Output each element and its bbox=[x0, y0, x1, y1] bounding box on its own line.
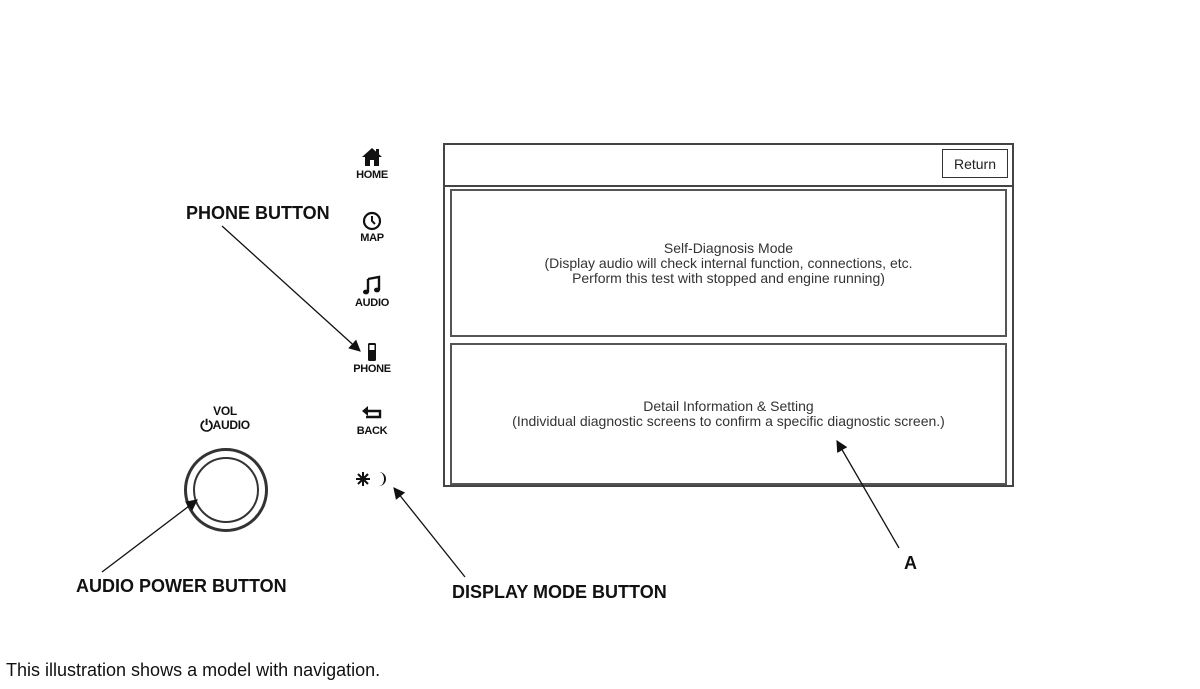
vol-audio-label: VOL ⏻AUDIO bbox=[200, 404, 250, 435]
map-button[interactable]: MAP bbox=[342, 210, 402, 244]
audio-power-button-callout: AUDIO POWER BUTTON bbox=[76, 576, 287, 596]
map-button-label: MAP bbox=[360, 232, 384, 244]
phone-icon bbox=[342, 341, 402, 363]
panel2-title: Detail Information & Setting bbox=[643, 398, 814, 414]
power-icon: ⏻ bbox=[200, 418, 213, 435]
panel1-title: Self-Diagnosis Mode bbox=[663, 239, 794, 256]
detail-information-setting-option[interactable]: Detail Information & Setting (Individual… bbox=[450, 343, 1007, 485]
display-mode-button-callout: DISPLAY MODE BUTTON bbox=[452, 582, 667, 602]
display-mode-leader-line bbox=[393, 487, 466, 578]
audio-power-knob[interactable] bbox=[184, 448, 268, 532]
home-button[interactable]: HOME bbox=[342, 147, 402, 181]
sun-moon-icon bbox=[342, 468, 402, 490]
home-icon bbox=[342, 147, 402, 169]
back-button-label: BACK bbox=[356, 425, 388, 437]
map-icon bbox=[342, 210, 402, 232]
home-button-label: HOME bbox=[356, 169, 388, 181]
panel1-line2: (Display audio will check internal funct… bbox=[544, 254, 913, 271]
screen-header: Return bbox=[445, 145, 1012, 187]
back-arrow-icon bbox=[342, 403, 402, 425]
phone-button[interactable]: PHONE bbox=[342, 341, 402, 375]
audio-button[interactable]: AUDIO bbox=[342, 275, 402, 309]
display-screen: Return Self-Diagnosis Mode (Display audi… bbox=[443, 143, 1014, 487]
phone-button-label: PHONE bbox=[353, 363, 391, 375]
panel2-line2: (Individual diagnostic screens to confir… bbox=[512, 413, 945, 429]
a-leader-line bbox=[836, 439, 900, 549]
back-button[interactable]: BACK bbox=[342, 403, 402, 437]
return-button[interactable]: Return bbox=[942, 149, 1008, 178]
footnote: This illustration shows a model with nav… bbox=[6, 660, 381, 680]
audio-button-label: AUDIO bbox=[355, 297, 389, 309]
display-mode-button[interactable] bbox=[342, 468, 402, 490]
phone-button-callout: PHONE BUTTON bbox=[186, 203, 330, 223]
callout-a: A bbox=[904, 553, 917, 573]
panel1-line3: Perform this test with stopped and engin… bbox=[572, 269, 885, 286]
phone-leader-line bbox=[221, 225, 361, 352]
audio-power-leader-line bbox=[101, 499, 198, 573]
music-note-icon bbox=[342, 275, 402, 297]
self-diagnosis-mode-option[interactable]: Self-Diagnosis Mode (Display audio will … bbox=[450, 189, 1007, 337]
